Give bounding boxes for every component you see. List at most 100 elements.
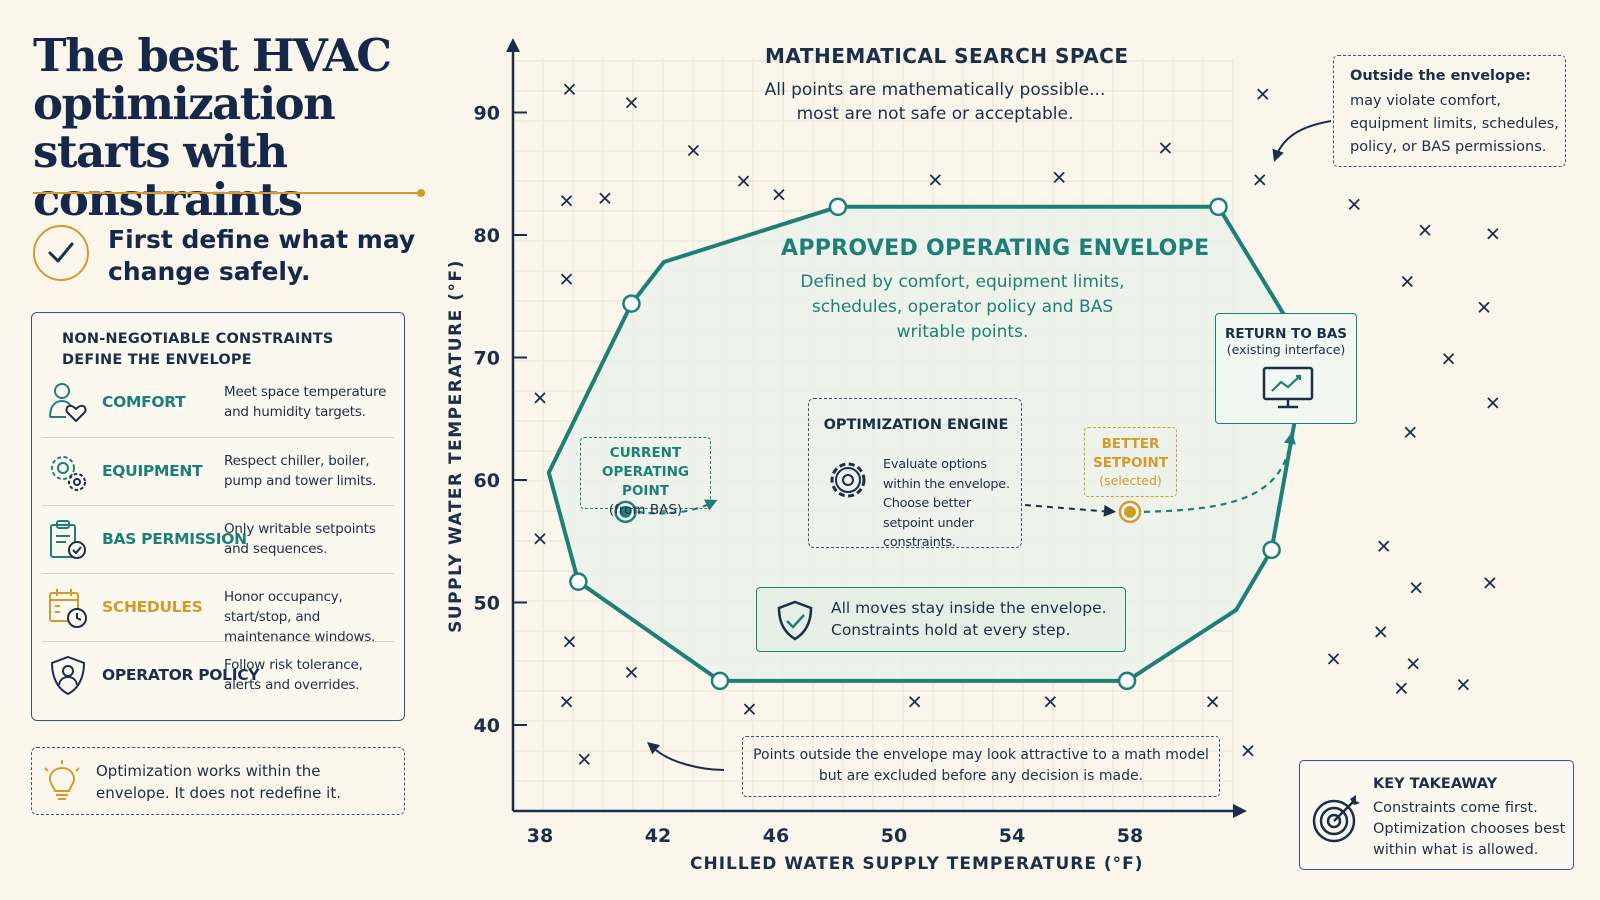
constraint-row-equipment: EQUIPMENT Respect chiller, boiler, pump … [42,437,394,506]
outside-point [1327,653,1340,665]
outside-point [1348,198,1360,211]
flow-arrow-head [1103,504,1116,517]
outside-point [1442,353,1455,365]
x-tick-label: 58 [1117,825,1143,847]
outside-point [1478,301,1490,313]
constraint-row-bas-permission: BAS PERMISSION Only writable setpoints a… [42,505,394,574]
outside-point [1378,540,1390,552]
constraint-label: OPERATOR POLICY [102,666,260,684]
constraint-label: BAS PERMISSION [102,530,247,548]
constraint-label: COMFORT [102,393,186,411]
moves-text: All moves stay inside the envelope. Cons… [831,599,1107,639]
outside-point [534,392,546,404]
x-tick-label: 50 [881,825,907,847]
constraint-row-comfort: COMFORT Meet space temperature and humid… [42,369,394,437]
title-underline [33,189,425,197]
y-axis-title: SUPPLY WATER TEMPERATURE (°F) [446,259,466,633]
y-tick-label: 50 [474,593,500,615]
moves-inside-envelope-box: All moves stay inside the envelope. Cons… [756,587,1126,652]
outside-point [1242,745,1254,757]
engine-body: Evaluate options within the envelope. Ch… [883,457,1010,550]
note-text: Optimization works within the envelope. … [96,762,341,802]
constraint-desc: Only writable setpoints and sequences. [224,521,376,557]
outside-point [687,144,700,157]
y-axis-arrow [506,38,520,52]
outside-point [625,666,638,678]
outside-point [773,188,785,201]
outside-point [1404,426,1416,438]
outside-point [1401,275,1413,288]
outside-point [534,533,546,545]
gears-icon [51,456,86,491]
outside-point [560,696,573,708]
callout-arrow [1277,120,1332,153]
excluded-points-note: Points outside the envelope may look att… [742,736,1220,797]
current-line3: (from BAS) [608,502,683,518]
current-line1: CURRENT [609,445,682,461]
x-axis-arrow [1233,804,1247,818]
envelope-title: APPROVED OPERATING ENVELOPE [781,236,1210,261]
target-icon [1312,795,1360,843]
current-operating-point-box: CURRENT OPERATING POINT (from BAS) [580,437,711,518]
return-line2: (existing interface) [1226,342,1346,357]
x-tick-label: 38 [527,825,553,847]
takeaway-body: Constraints come first. Optimization cho… [1373,800,1566,858]
callout-arrow-head [1272,148,1284,162]
constraint-desc: Respect chiller, boiler, pump and tower … [224,453,377,489]
outside-point [1487,228,1499,240]
outside-point [1206,696,1219,708]
calendar-clock-icon [49,589,87,628]
return-to-bas-box: RETURN TO BAS (existing interface) [1215,313,1357,424]
outside-body: may violate comfort, equipment limits, s… [1350,93,1559,155]
envelope-vertex [569,572,588,591]
outside-point [743,703,756,715]
shield-check-icon [777,600,813,641]
x-axis-title: CHILLED WATER SUPPLY TEMPERATURE (°F) [690,854,1144,874]
gear-icon [830,462,866,498]
outside-point [578,753,590,765]
envelope-vertex [1262,540,1281,560]
outside-point [1159,142,1172,154]
outside-point [1053,171,1065,184]
outside-point [1375,626,1387,638]
y-tick-label: 40 [474,715,500,737]
optimization-engine-box: OPTIMIZATION ENGINE Evaluate options wit… [808,398,1022,550]
search-space-subtitle: All points are mathematically possible..… [764,80,1106,124]
page-title: The best HVAC optimization starts with c… [33,29,392,226]
constraint-desc: Meet space temperature and humidity targ… [224,384,387,420]
better-line1: BETTER [1101,436,1160,452]
outside-point [1407,658,1419,670]
outside-point [1410,582,1422,594]
y-tick-label: 70 [474,348,500,370]
outside-point [1257,88,1269,100]
flow-arrow [1024,504,1111,513]
engine-title: OPTIMIZATION ENGINE [823,417,1009,433]
y-tick-label: 60 [474,470,500,492]
outside-point [737,175,750,187]
monitor-chart-icon [1262,366,1314,409]
better-line2: SETPOINT [1092,454,1169,471]
outside-point [599,192,611,204]
person-heart-icon [49,383,87,422]
y-tick-label: 80 [474,225,500,247]
flow-arrow-head [1284,431,1296,445]
checkmark-icon [33,225,89,281]
outside-point [563,636,576,648]
flow-arrow [1143,443,1292,513]
outside-point [1487,397,1499,409]
outside-point [563,83,576,95]
better-setpoint-marker-core [1124,505,1136,518]
x-tick-label: 42 [645,825,671,847]
takeaway-heading: KEY TAKEAWAY [1373,776,1498,792]
callout-arrow-head [647,742,661,755]
constraint-desc: Follow risk tolerance, alerts and overri… [224,657,363,693]
clipboard-check-icon [50,520,86,559]
return-line1: RETURN TO BAS [1224,326,1348,342]
outside-point [909,696,921,708]
x-tick-label: 54 [999,825,1025,847]
outside-heading: Outside the envelope: [1350,68,1531,84]
constraint-label: SCHEDULES [102,598,203,616]
constraint-row-operator-policy: OPERATOR POLICY Follow risk tolerance, a… [42,641,394,710]
envelope-description: Defined by comfort, equipment limits, sc… [800,272,1125,342]
